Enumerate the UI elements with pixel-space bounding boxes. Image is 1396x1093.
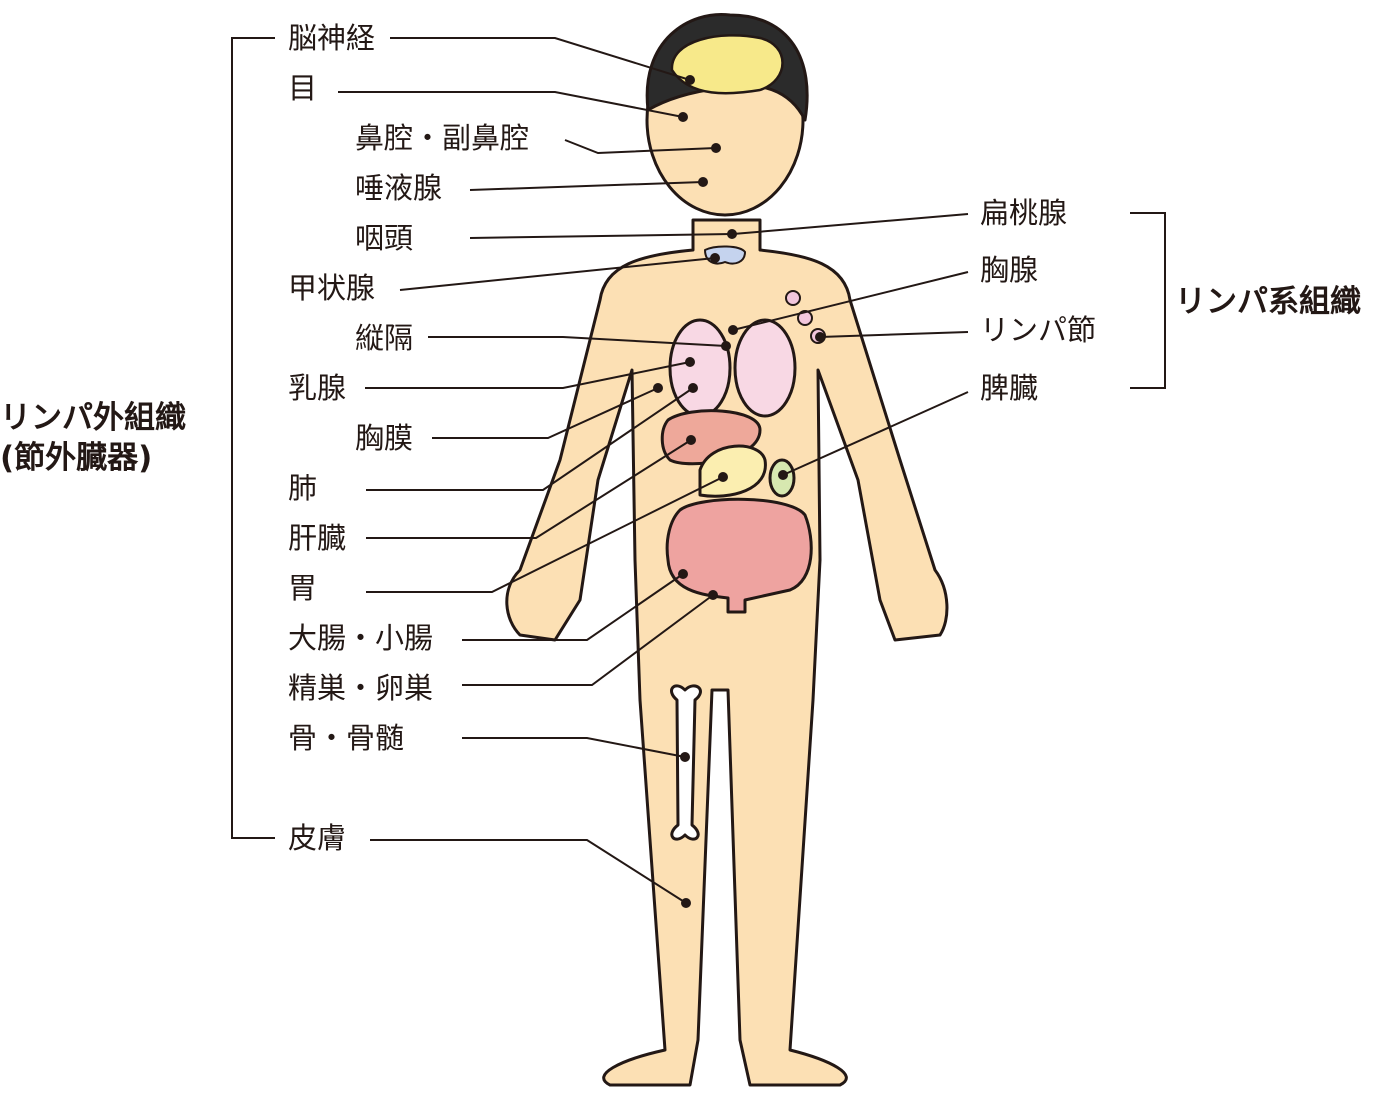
lymphatic-group-label: リンパ系組織 xyxy=(1175,284,1361,320)
body-silhouette xyxy=(505,218,949,1087)
left-bracket xyxy=(231,37,275,839)
label-brain-nerve: 脳神経 xyxy=(288,21,376,55)
lymph-node xyxy=(785,290,801,306)
brain xyxy=(670,34,784,95)
label-intestines: 大腸・小腸 xyxy=(288,621,434,655)
label-mediastinum: 縦隔 xyxy=(355,321,414,355)
lymph-node xyxy=(797,310,813,326)
right-lung xyxy=(733,318,797,418)
label-pharynx: 咽頭 xyxy=(355,221,414,255)
label-thyroid: 甲状腺 xyxy=(288,271,376,305)
left-lung xyxy=(668,318,732,418)
site-dots xyxy=(653,75,825,908)
group-title: リンパ外組織 xyxy=(0,400,186,436)
label-nasal-cavity: 鼻腔・副鼻腔 xyxy=(355,121,530,155)
label-liver: 肝臓 xyxy=(288,521,347,555)
label-spleen: 脾臓 xyxy=(980,371,1039,405)
stomach xyxy=(698,444,767,498)
right-bracket xyxy=(1130,212,1166,389)
label-breast: 乳腺 xyxy=(288,371,347,405)
label-salivary-gland: 唾液腺 xyxy=(355,171,443,205)
label-bone-marrow: 骨・骨髄 xyxy=(288,721,405,755)
intestines xyxy=(665,497,813,614)
label-skin: 皮膚 xyxy=(288,821,347,855)
femur-bone xyxy=(670,684,702,841)
label-lung: 肺 xyxy=(288,471,318,505)
label-gonads: 精巣・卵巣 xyxy=(288,671,434,705)
label-pleura: 胸膜 xyxy=(355,421,414,455)
label-stomach: 胃 xyxy=(288,571,318,605)
label-eye: 目 xyxy=(288,71,318,105)
extranodal-group-label: リンパ外組織 (節外臓器) xyxy=(0,398,186,478)
group-subtitle: (節外臓器) xyxy=(0,440,153,476)
label-tonsil: 扁桃腺 xyxy=(980,196,1068,230)
leader-lines xyxy=(231,37,1166,904)
label-lymph-node: リンパ節 xyxy=(980,313,1097,347)
label-thymus: 胸腺 xyxy=(980,253,1039,287)
